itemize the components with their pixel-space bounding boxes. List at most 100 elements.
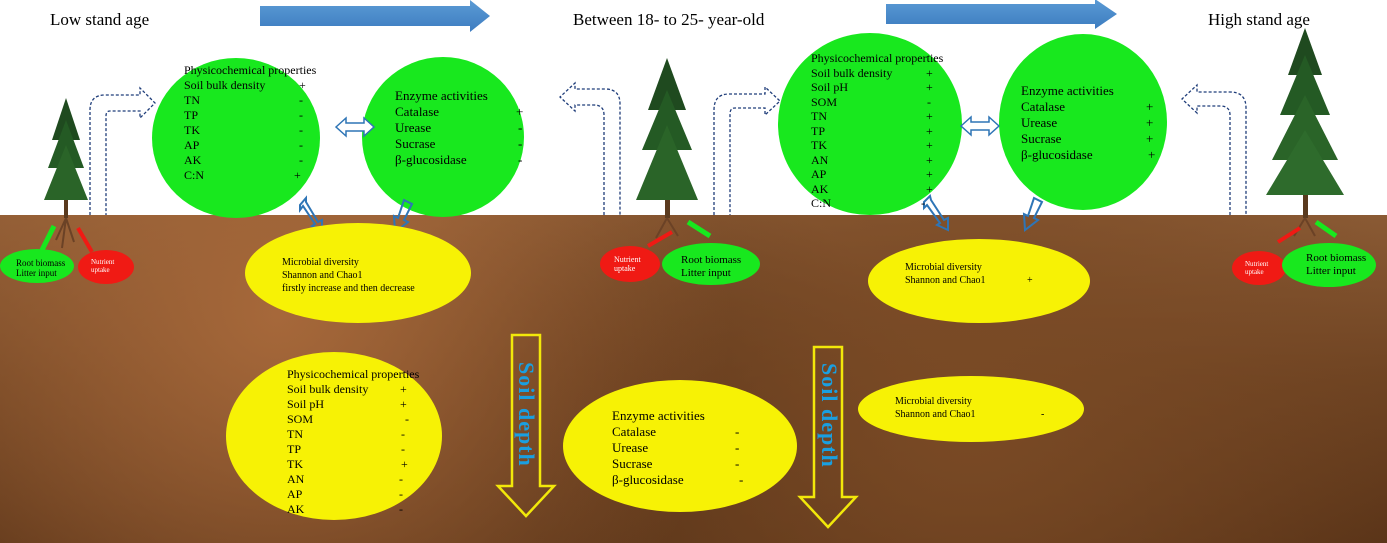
soil-depth-label: Soil depth xyxy=(514,362,539,467)
depth-enzyme-label: Urease xyxy=(612,440,649,455)
depth-enzyme-sign: - xyxy=(739,472,744,487)
progression-arrow-2 xyxy=(886,0,1117,29)
high-enzyme-sign: + xyxy=(1146,131,1154,146)
high-enzyme-sign: + xyxy=(1148,147,1156,162)
low-nutrient-oval xyxy=(78,250,134,284)
low-physchem-block: Physicochemical properties Soil bulk den… xyxy=(184,63,334,183)
high-physchem-sign: + xyxy=(926,138,933,152)
high-physchem-sign: - xyxy=(921,196,925,210)
high-physchem-sign: + xyxy=(926,123,933,138)
low-physchem-label: TP xyxy=(184,108,199,122)
heading-high-stand-age: High stand age xyxy=(1208,10,1310,29)
low-physchem-label: AP xyxy=(184,138,200,152)
low-enzyme-label: Catalase xyxy=(395,104,440,119)
depth-enzyme-sign: - xyxy=(735,440,740,455)
double-arrow-low xyxy=(334,116,376,138)
low-physchem-label: TN xyxy=(184,93,200,107)
dashed-arrow-high-right xyxy=(1181,83,1247,215)
depth-physchem-sign: - xyxy=(401,442,405,456)
bidir-arrow-low-microbe xyxy=(299,195,323,232)
low-root-oval xyxy=(0,249,74,283)
depth-physchem-block: Physicochemical properties Soil bulk den… xyxy=(287,367,427,517)
mid-root-oval xyxy=(662,243,760,285)
high-microbe-title: Microbial diversity xyxy=(905,262,982,273)
depth-microbe-line1: Shannon and Chao1 xyxy=(895,409,976,420)
low-physchem-sign: - xyxy=(299,123,303,137)
high-root-oval xyxy=(1282,243,1376,287)
high-enzyme-sign: + xyxy=(1146,115,1154,130)
depth-physchem-sign: + xyxy=(400,382,407,396)
progression-arrow-1 xyxy=(260,0,490,32)
depth-physchem-sign: - xyxy=(405,412,409,426)
depth-enzyme-sign: - xyxy=(735,424,740,439)
depth-enzyme-sign: - xyxy=(735,456,740,471)
mid-root-label: Root biomass xyxy=(681,254,742,266)
high-enzyme-label: Urease xyxy=(1021,115,1058,130)
low-physchem-label: Soil bulk density xyxy=(184,78,266,92)
depth-physchem-sign: - xyxy=(399,472,403,486)
tree-low-icon xyxy=(44,98,88,249)
dashed-arrow-low-left xyxy=(89,86,156,215)
high-litter-label: Litter input xyxy=(1306,265,1356,277)
high-enzyme-sign: + xyxy=(1146,99,1154,114)
depth-physchem-label: SOM xyxy=(287,412,314,426)
depth-physchem-sign: - xyxy=(399,487,403,501)
low-enzyme-title: Enzyme activities xyxy=(395,88,488,103)
soil-depth-arrow-2 xyxy=(797,345,859,529)
soil-depth-arrow-1 xyxy=(495,333,557,518)
high-physchem-label: SOM xyxy=(811,94,838,109)
high-red-stick xyxy=(1276,226,1302,244)
high-physchem-sign: + xyxy=(926,181,933,196)
depth-enzyme-label: Catalase xyxy=(612,424,657,439)
mid-red-stick xyxy=(646,230,674,248)
high-microbe-line1: Shannon and Chao1 xyxy=(905,275,986,286)
depth-enzyme-title: Enzyme activities xyxy=(612,408,705,423)
mid-nutrient-label: Nutrient uptake xyxy=(614,255,641,273)
depth-physchem-sign: - xyxy=(401,427,405,441)
low-microbe-block: Microbial diversity Shannon and Chao1 fi… xyxy=(282,256,415,295)
low-enzyme-sign: - xyxy=(518,152,523,167)
soil-depth-label: Soil depth xyxy=(817,363,842,468)
depth-physchem-label: AN xyxy=(287,472,305,486)
depth-enzyme-label: Sucrase xyxy=(612,456,653,471)
depth-enzyme-block: Enzyme activities Catalase - Urease - Sucr… xyxy=(612,408,752,488)
high-physchem-label: Soil pH xyxy=(811,80,849,94)
high-enzyme-title: Enzyme activities xyxy=(1021,83,1114,98)
high-root-label: Root biomass xyxy=(1306,252,1367,264)
tree-mid-icon xyxy=(636,58,698,239)
high-microbe-block: Microbial diversity Shannon and Chao1+ xyxy=(905,261,1045,287)
low-enzyme-sign: + xyxy=(516,104,524,119)
depth-physchem-title: Physicochemical properties xyxy=(287,367,420,381)
depth-physchem-sign: - xyxy=(399,502,403,516)
high-physchem-sign: + xyxy=(926,152,933,167)
low-enzyme-label: β-glucosidase xyxy=(395,152,467,167)
low-physchem-label: TK xyxy=(184,123,200,137)
depth-physchem-label: Soil bulk density xyxy=(287,382,369,396)
high-green-stick xyxy=(1314,219,1338,239)
depth-microbe-ellipse xyxy=(858,376,1084,442)
depth-microbe-title: Microbial diversity xyxy=(895,396,972,407)
high-microbe-ellipse xyxy=(868,239,1090,323)
depth-microbe-sign: - xyxy=(1041,409,1045,420)
high-nutrient-label: Nutrient uptake xyxy=(1245,260,1269,276)
high-enzyme-block: Enzyme activities Catalase+ Urease+ Sucr… xyxy=(1021,83,1161,163)
high-enzyme-label: Catalase xyxy=(1021,99,1066,114)
depth-physchem-label: TN xyxy=(287,427,303,441)
high-physchem-label: Soil bulk density xyxy=(811,65,893,80)
depth-enzyme-ellipse xyxy=(563,380,797,512)
high-physchem-sign: + xyxy=(926,109,933,123)
high-physchem-sign: - xyxy=(927,94,931,109)
low-enzyme-label: Sucrase xyxy=(395,136,436,151)
depth-physchem-label: AK xyxy=(287,502,305,516)
low-physchem-sign: - xyxy=(299,138,303,152)
low-microbe-line1: Shannon and Chao1 xyxy=(282,270,363,281)
low-physchem-sign: - xyxy=(299,108,303,122)
high-nutrient-oval xyxy=(1232,251,1286,285)
low-physchem-label: AK xyxy=(184,153,202,167)
high-physchem-sign: + xyxy=(926,167,933,181)
low-physchem-sign: - xyxy=(299,93,303,107)
low-enzyme-sign: - xyxy=(518,120,523,135)
high-enzyme-label: β-glucosidase xyxy=(1021,147,1093,162)
high-physchem-label: AK xyxy=(811,181,829,196)
depth-physchem-label: AP xyxy=(287,487,303,501)
